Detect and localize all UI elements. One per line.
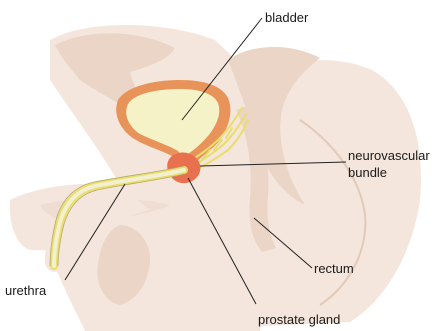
- prostate-label: prostate gland: [258, 312, 340, 327]
- urethra-label: urethra: [5, 283, 47, 298]
- neurovascular-label-line2: bundle: [348, 165, 387, 180]
- rectum-label: rectum: [314, 261, 354, 276]
- bladder-label: bladder: [265, 10, 309, 25]
- neurovascular-label-line1: neurovascular: [348, 148, 430, 163]
